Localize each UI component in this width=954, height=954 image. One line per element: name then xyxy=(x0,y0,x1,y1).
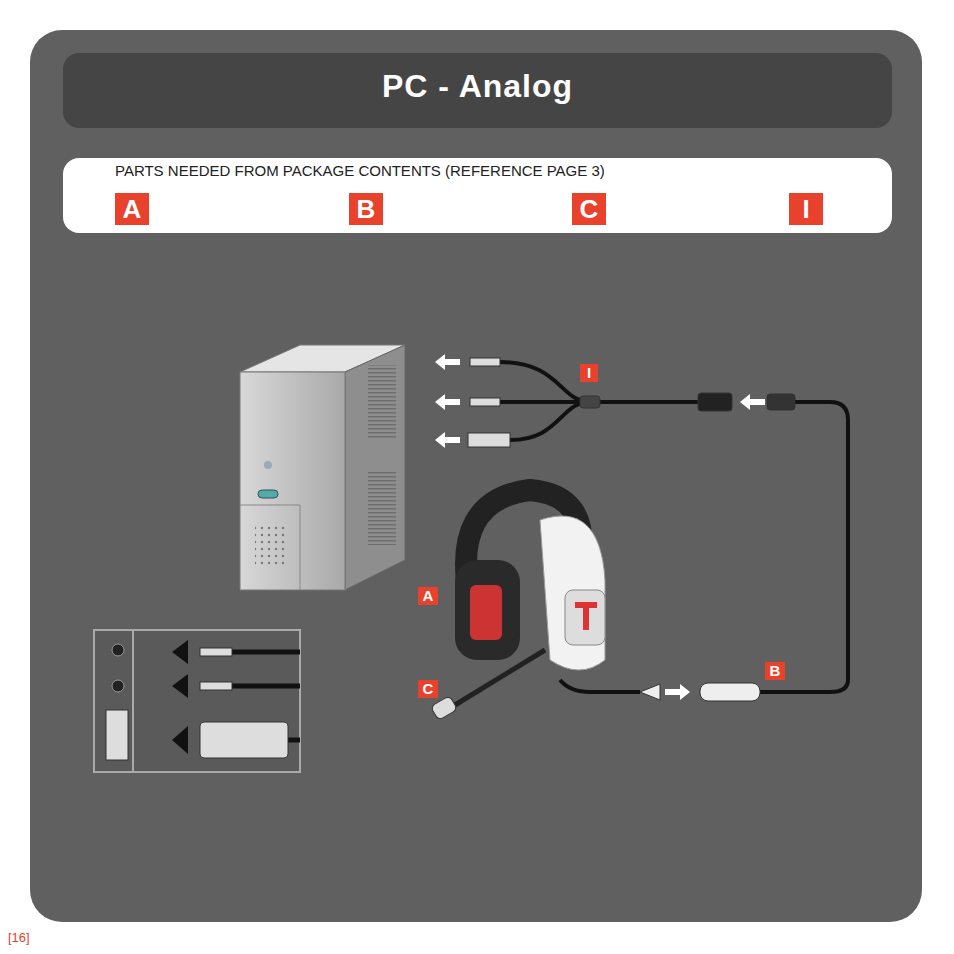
page-title: PC - Analog xyxy=(63,68,892,105)
part-letter: B xyxy=(349,193,383,225)
callout-letter: C xyxy=(418,680,438,698)
callout-letter: B xyxy=(765,662,785,680)
part-letter-box: B xyxy=(349,193,383,225)
part-letter-box: C xyxy=(572,193,606,225)
part-letter: C xyxy=(572,193,606,225)
part-letter: A xyxy=(115,193,149,225)
parts-bar: PARTS NEEDED FROM PACKAGE CONTENTS (REFE… xyxy=(63,158,892,233)
part-letter-box: I xyxy=(789,193,823,225)
page-number: [16] xyxy=(8,930,48,946)
callout-letter: I xyxy=(580,364,598,382)
part-letter: I xyxy=(789,193,823,225)
callout-letter: A xyxy=(418,587,438,605)
part-letter-box: A xyxy=(115,193,149,225)
parts-heading: PARTS NEEDED FROM PACKAGE CONTENTS (REFE… xyxy=(63,158,892,179)
